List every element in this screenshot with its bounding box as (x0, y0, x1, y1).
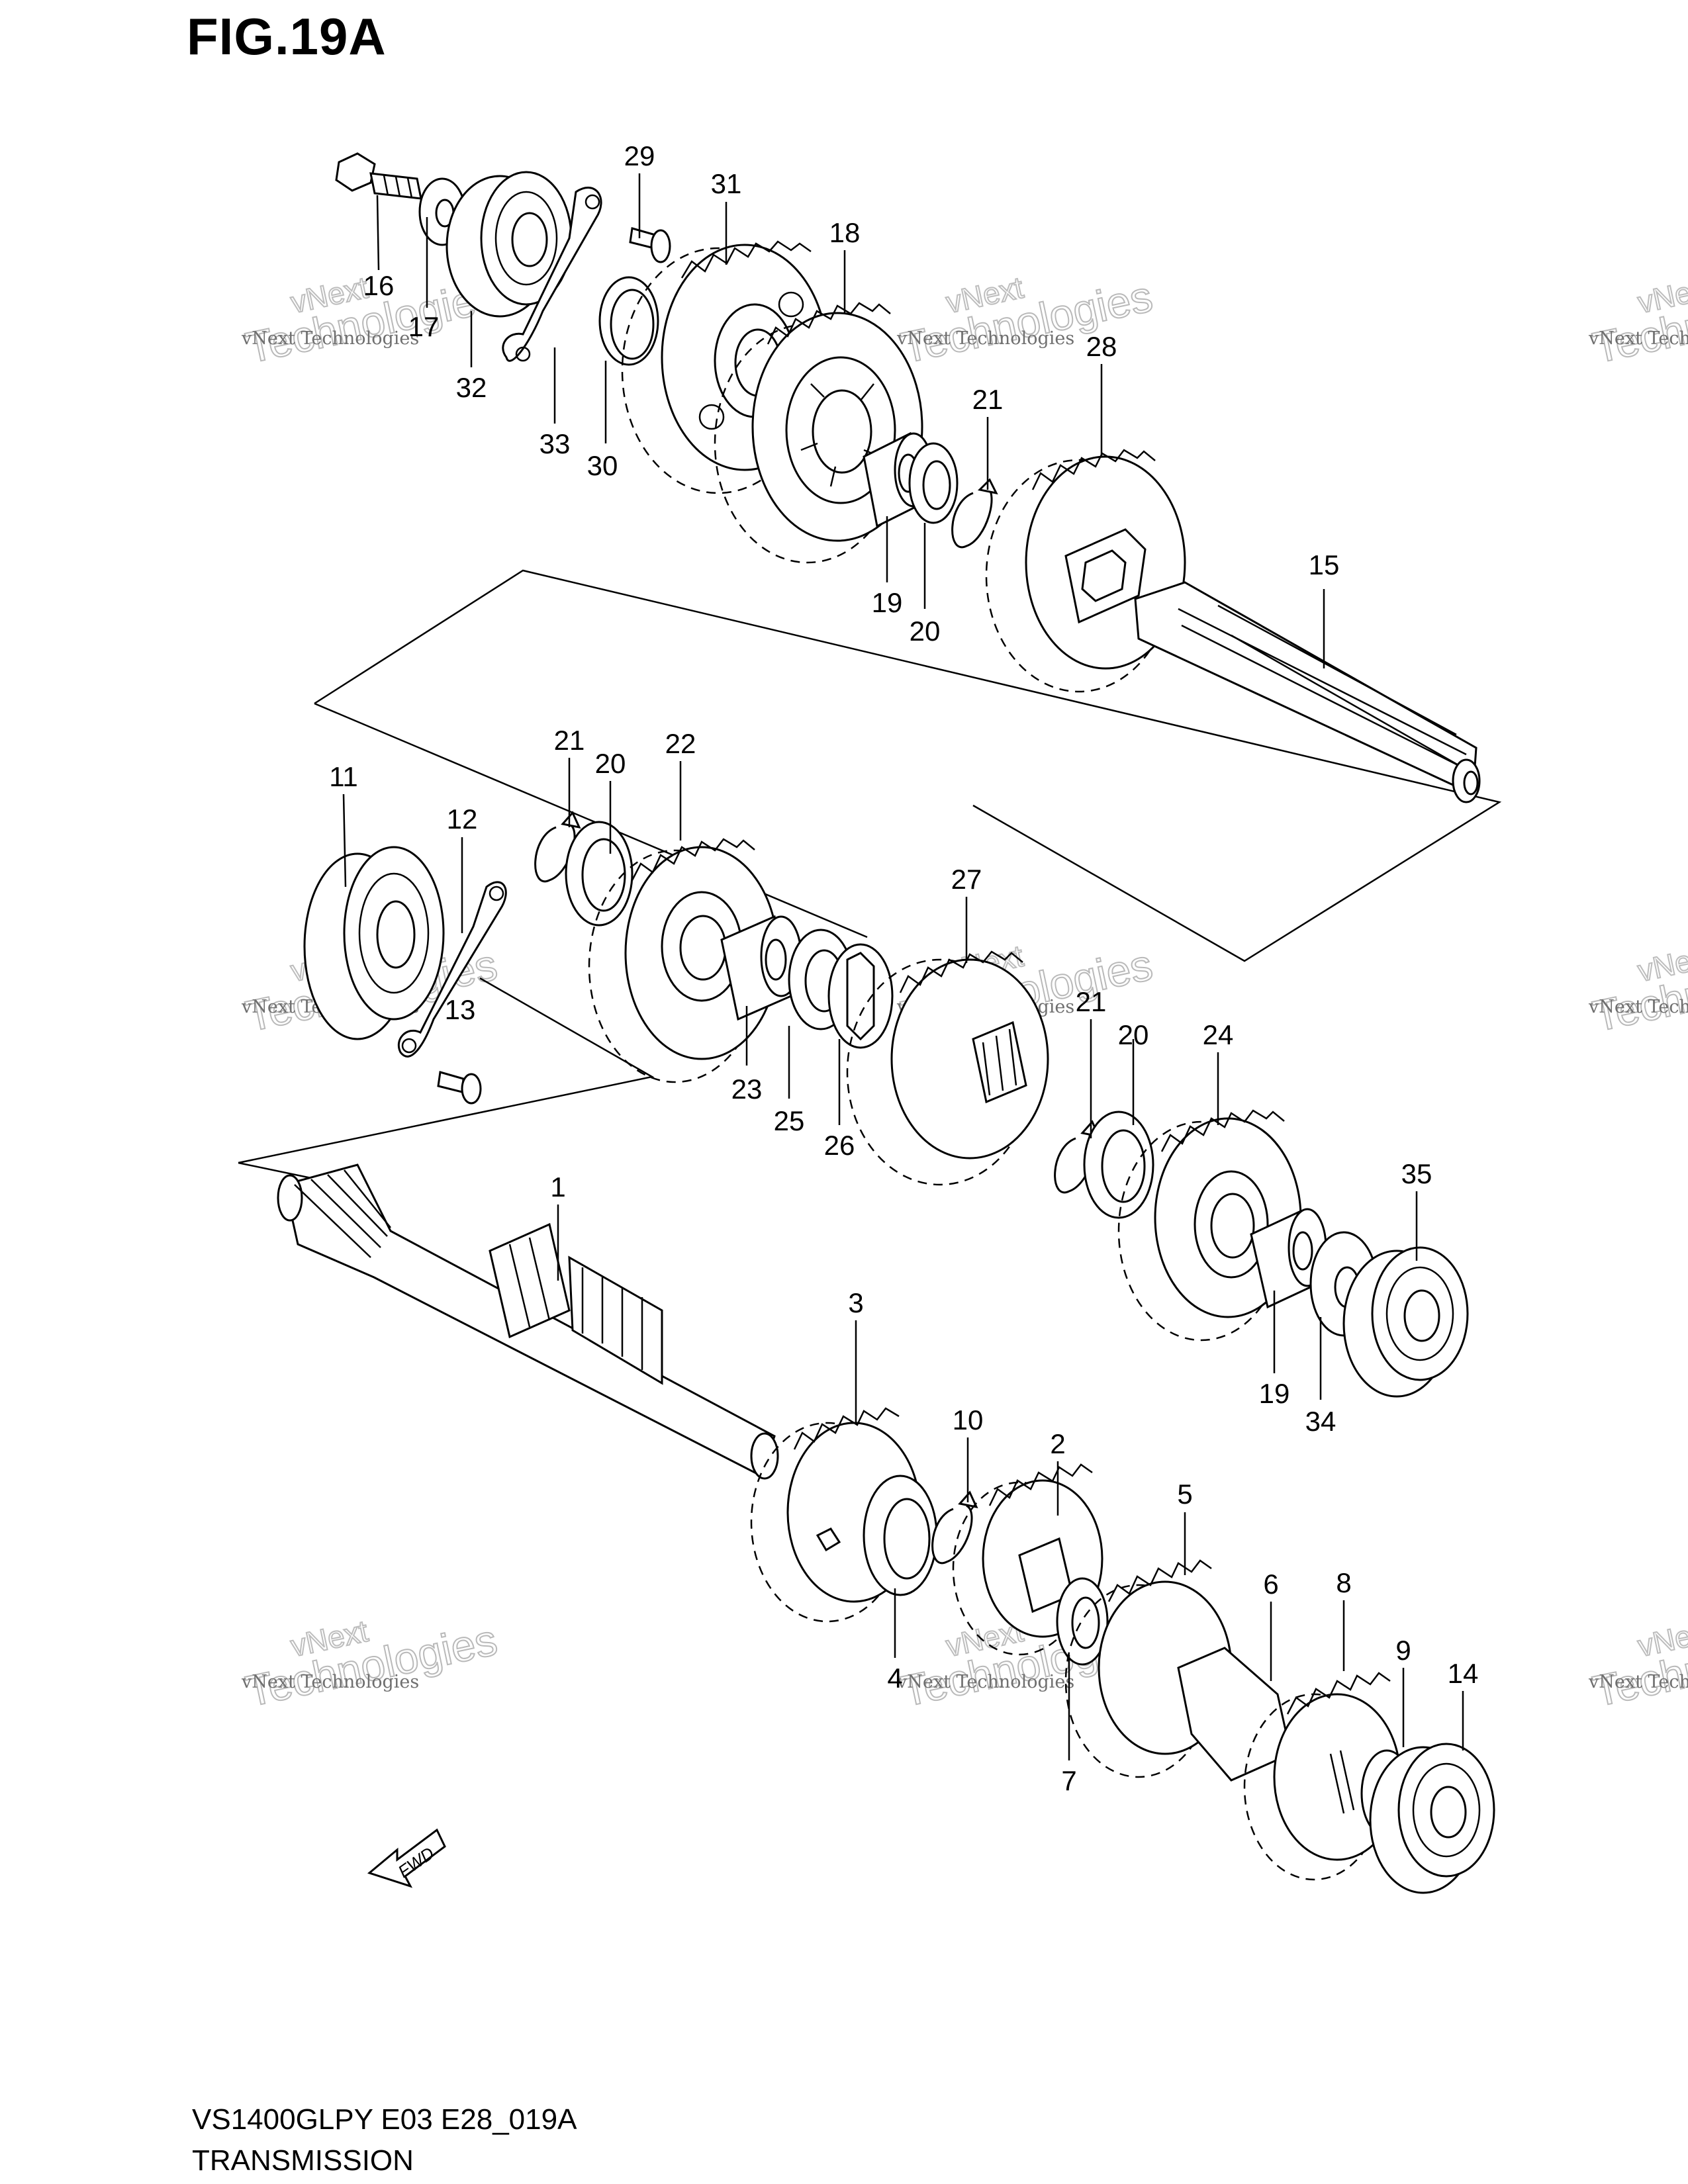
part-label: 28 (1086, 331, 1117, 362)
part-label: 4 (887, 1662, 902, 1694)
part-label: 12 (447, 803, 478, 835)
part-label: 22 (665, 728, 696, 759)
part-label: 19 (1259, 1378, 1290, 1409)
part-label: 18 (829, 217, 861, 248)
washer-20-upper (908, 442, 959, 524)
watermark-small: vNext Technologies (241, 328, 419, 349)
part-label: 34 (1305, 1406, 1336, 1437)
section-name: TRANSMISSION (192, 2144, 414, 2177)
watermark-small: vNext Technologies (896, 1672, 1074, 1692)
countershaft-assembly (335, 152, 1481, 803)
bolt-16 (335, 152, 422, 200)
retainer-33 (502, 187, 602, 362)
watermark-small: vNext Technologies (1588, 997, 1688, 1017)
washer-20-middle2 (1083, 1111, 1154, 1219)
bearing-11 (303, 846, 445, 1040)
part-label: 16 (363, 270, 395, 301)
watermark-small: vNext Technologies (241, 1672, 419, 1692)
part-label: 24 (1203, 1019, 1234, 1050)
part-label: 31 (711, 168, 742, 199)
part-label: 23 (731, 1073, 763, 1105)
part-label: 7 (1061, 1765, 1076, 1796)
part-label: 14 (1448, 1658, 1479, 1689)
part-label: 10 (953, 1404, 984, 1435)
bearing-35 (1342, 1246, 1469, 1398)
watermark-small: vNext Technologies (1588, 1672, 1688, 1692)
part-label: 15 (1309, 549, 1340, 580)
part-label: 35 (1401, 1158, 1432, 1189)
circlip-30 (598, 276, 659, 366)
middle-assembly (303, 811, 1469, 1398)
washer-20-middle (565, 821, 633, 927)
washer-17 (418, 177, 466, 246)
part-label: 17 (408, 311, 440, 342)
leader-lines (342, 173, 1464, 1760)
bearing-32 (445, 171, 573, 318)
part-label: 20 (1118, 1019, 1149, 1050)
retainer-12 (397, 881, 507, 1058)
watermark-small: vNext Technologies (1588, 328, 1688, 349)
part-label: 3 (848, 1287, 863, 1318)
part-label: 2 (1050, 1428, 1065, 1459)
assembly-guide-lines (238, 569, 1502, 1179)
watermark-small: vNext Technologies (896, 328, 1074, 349)
circlip-21-upper (951, 478, 998, 549)
figure-title: FIG.19A (187, 7, 387, 66)
lock-washer-26 (827, 943, 894, 1049)
part-label: 27 (951, 864, 982, 895)
watermark: Technologies vNext vNext Technologies (241, 1613, 502, 1717)
bushing-6 (1177, 1647, 1292, 1782)
washer-4 (863, 1475, 938, 1596)
part-label: 33 (539, 428, 571, 459)
part-label: 19 (872, 587, 903, 618)
part-label: 20 (595, 748, 626, 779)
part-label: 29 (624, 140, 655, 171)
part-label: 8 (1336, 1567, 1351, 1598)
part-label: 20 (910, 615, 941, 647)
washer-7 (1056, 1577, 1109, 1666)
part-label: 30 (587, 450, 618, 481)
watermark: Technologies vNext vNext Technologies (1588, 269, 1688, 373)
part-label: 26 (824, 1130, 855, 1161)
countershaft-15 (1134, 581, 1481, 803)
screw-13 (437, 1071, 482, 1105)
watermark-large: Technologies (242, 1615, 501, 1715)
part-label: 13 (445, 994, 476, 1025)
part-labels: 29 31 18 16 17 32 33 30 28 21 19 20 15 1… (329, 140, 1478, 1796)
mainshaft-1 (277, 1163, 779, 1480)
part-label: 21 (1076, 986, 1107, 1017)
part-label: 6 (1263, 1569, 1278, 1600)
watermark-large: Technologies (897, 271, 1156, 372)
gear-24 (985, 449, 1186, 693)
screw-34 (629, 227, 671, 263)
mainshaft-assembly (277, 1163, 1495, 1894)
part-label: 25 (774, 1105, 805, 1136)
watermark: Technologies vNext vNext Technologies (1588, 1613, 1688, 1717)
model-code: VS1400GLPY E03 E28_019A (192, 2103, 577, 2136)
watermark: Technologies vNext vNext Technologies (1588, 938, 1688, 1042)
gear-27 (846, 950, 1049, 1186)
part-label: 5 (1177, 1479, 1192, 1510)
part-label: 9 (1395, 1635, 1411, 1666)
bearing-14 (1369, 1743, 1495, 1894)
part-label: 32 (456, 372, 487, 403)
part-label: 21 (972, 384, 1004, 415)
part-label: 1 (550, 1171, 565, 1203)
part-label: 11 (329, 761, 358, 792)
watermark: Technologies vNext vNext Technologies (896, 269, 1157, 373)
fwd-arrow-icon: FWD (367, 1828, 446, 1888)
part-label: 21 (554, 725, 585, 756)
